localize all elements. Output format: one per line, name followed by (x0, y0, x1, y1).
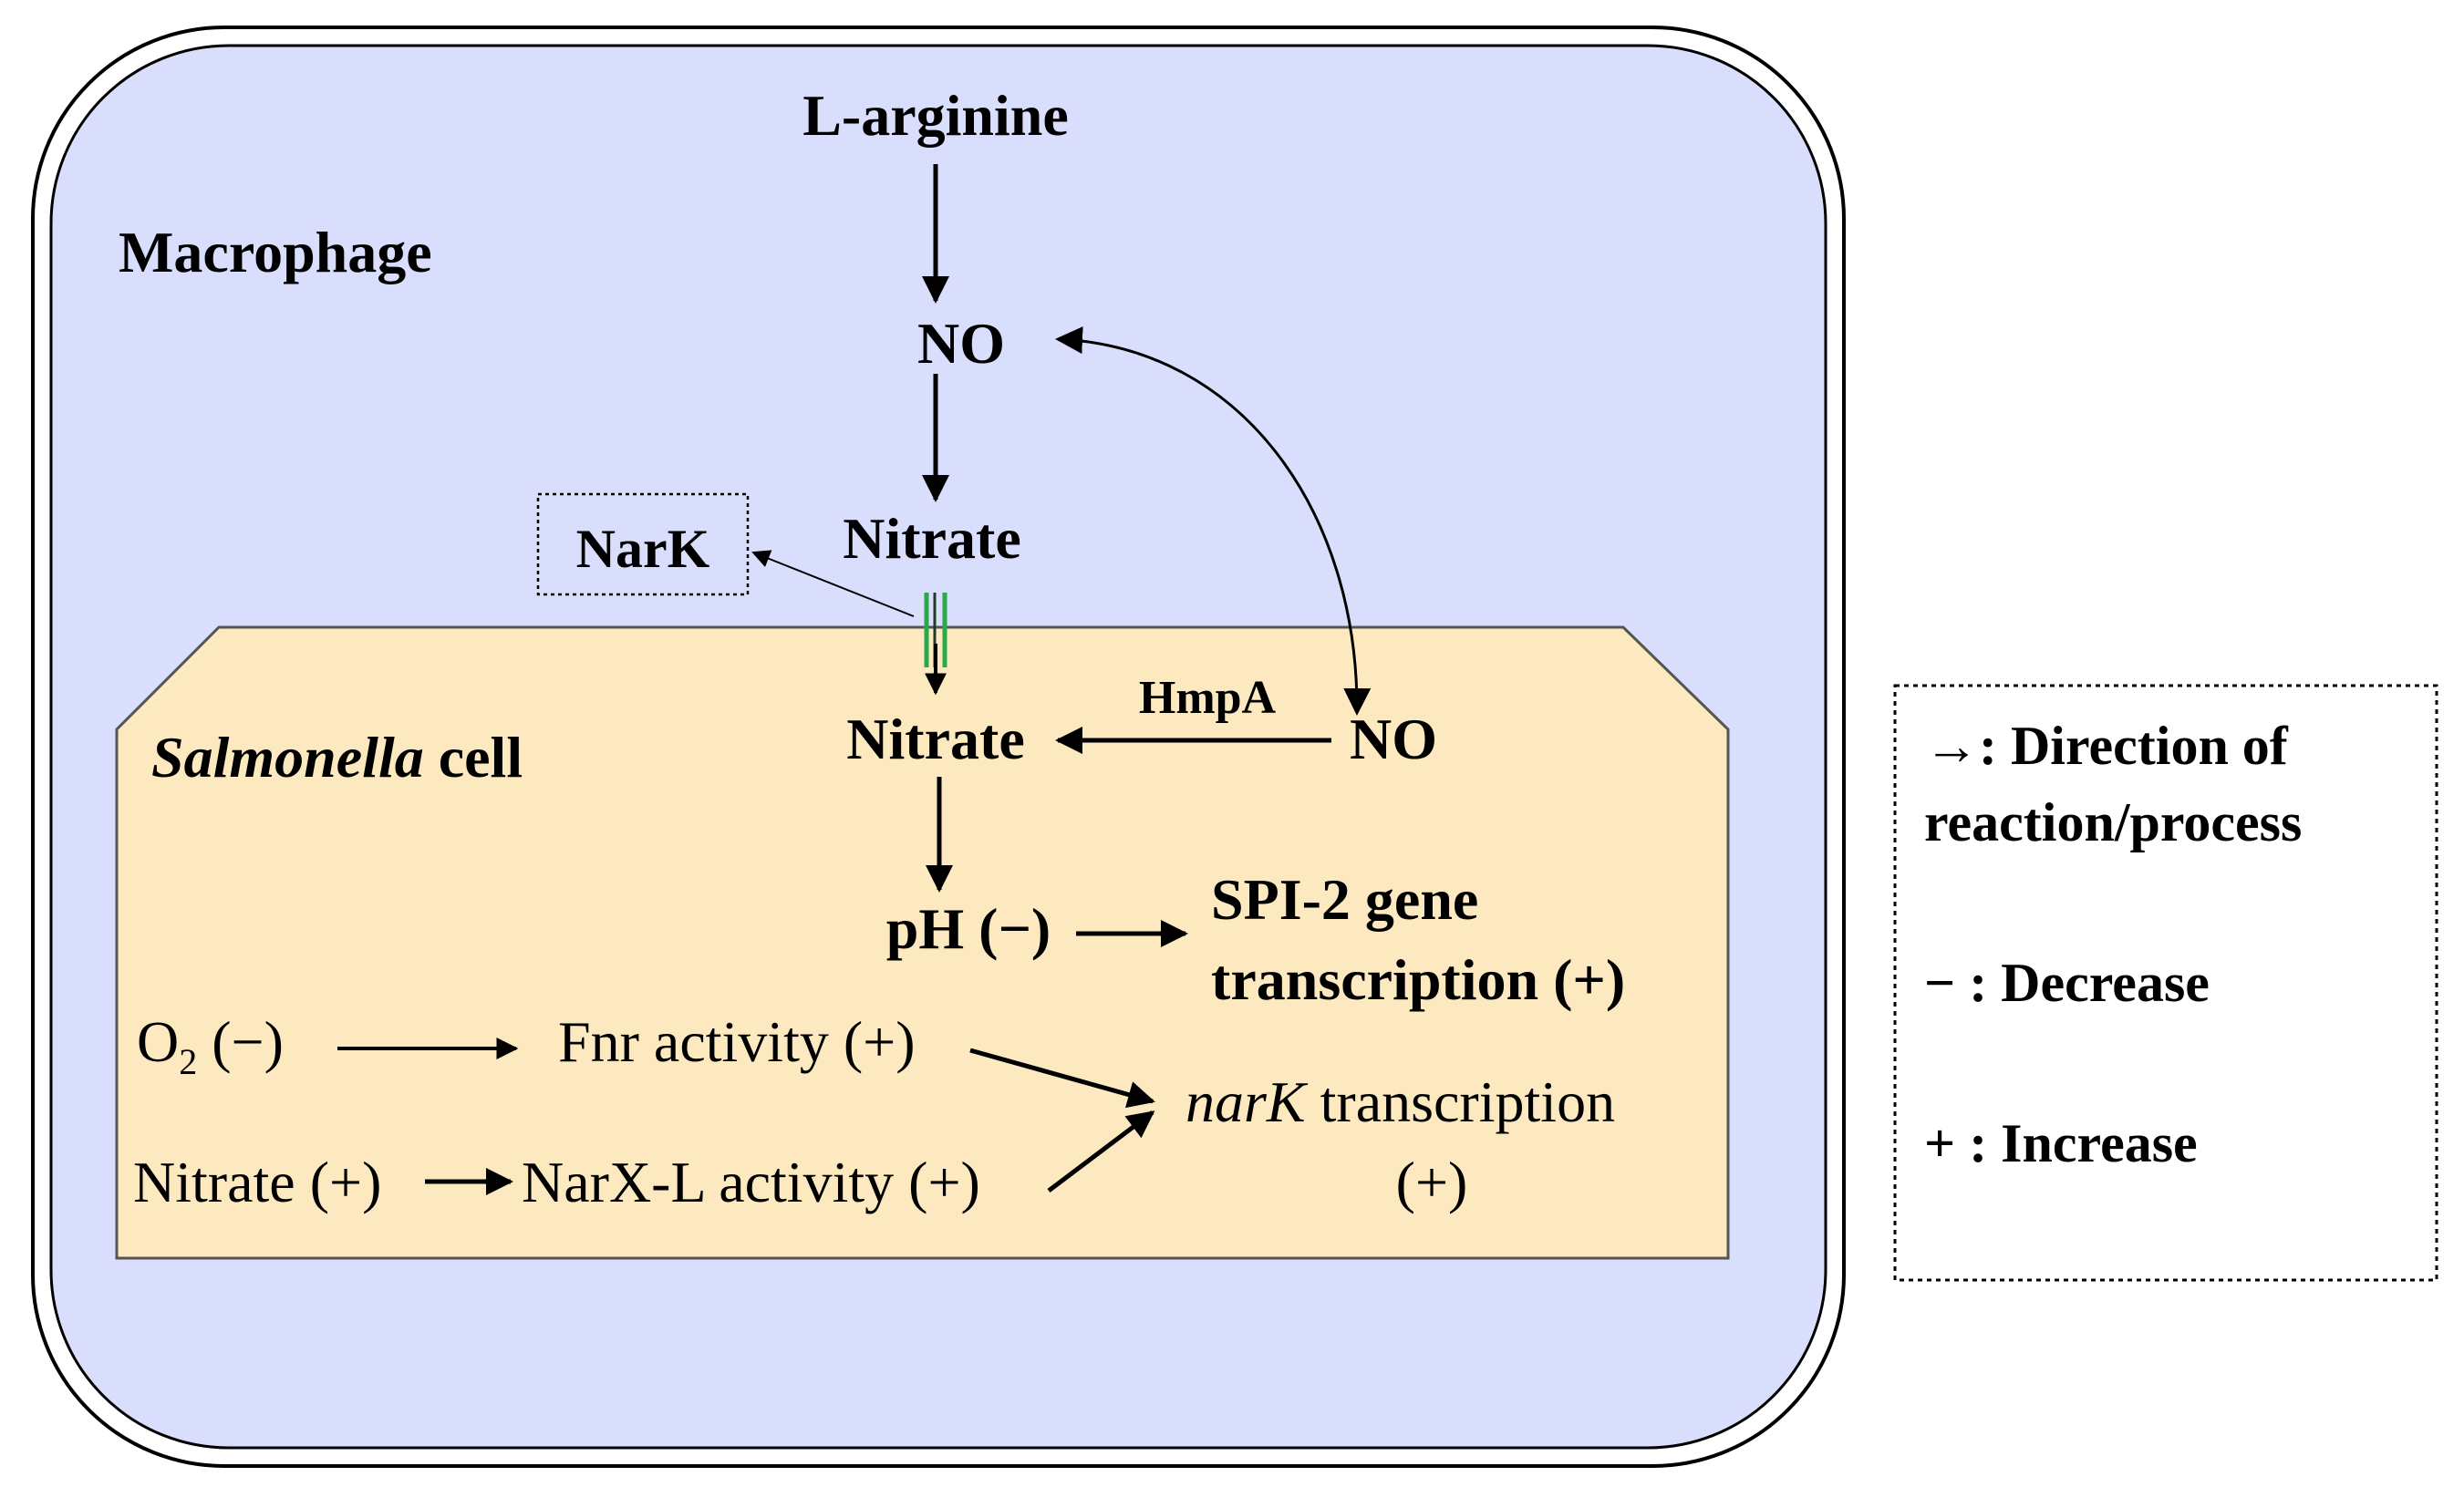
o2-rest: (−) (197, 1009, 284, 1074)
no-inner-node: NO (1350, 707, 1437, 771)
o2-sub: 2 (179, 1041, 197, 1082)
salmonella-label: Salmonella cell (151, 725, 523, 790)
macrophage-label: Macrophage (119, 220, 432, 284)
nark-transcription-italic: narK (1185, 1069, 1309, 1134)
arrow-narxl-to-nark-tx (1047, 1110, 1155, 1193)
narxl-node: NarX-L activity (+) (522, 1150, 980, 1214)
l-arginine-node: L-arginine (802, 83, 1069, 148)
hmpa-label: HmpA (1139, 672, 1277, 724)
ph-node: pH (−) (886, 896, 1051, 961)
nitrate-inner-node: Nitrate (846, 707, 1024, 771)
o2-node: O2 (−) (137, 1009, 284, 1082)
nark-node: NarK (576, 519, 710, 579)
arrow-fnr-to-nark-tx (969, 1048, 1155, 1109)
nark-transcription-node: narK transcription (1185, 1069, 1615, 1134)
legend-line-increase: + : Increase (1924, 1113, 2198, 1173)
nark-transcription-plus: (+) (1396, 1150, 1468, 1214)
no-top-node: NO (917, 311, 1005, 376)
legend-line-decrease: − : Decrease (1924, 953, 2210, 1013)
arrow-channel-to-nark (751, 550, 915, 617)
legend-line-direction: →: Direction of (1924, 716, 2289, 776)
legend-box (1893, 684, 2438, 1282)
nitrate-plus-node: Nitrate (+) (133, 1150, 381, 1214)
spi2-line2: transcription (+) (1211, 947, 1625, 1012)
nark-transcription-rest: transcription (1306, 1069, 1615, 1134)
fnr-node: Fnr activity (+) (558, 1009, 916, 1074)
spi2-line1: SPI-2 gene (1211, 867, 1478, 932)
salmonella-cell (115, 625, 1730, 1260)
salmonella-label-italic: Salmonella (151, 725, 424, 790)
nitrate-outer-node: Nitrate (843, 506, 1020, 571)
o2-base: O (137, 1009, 179, 1074)
nark-box (536, 492, 750, 596)
legend-line-process: reaction/process (1924, 792, 2302, 852)
arrow-no-exchange (1055, 326, 1372, 716)
salmonella-label-rest: cell (424, 725, 523, 790)
